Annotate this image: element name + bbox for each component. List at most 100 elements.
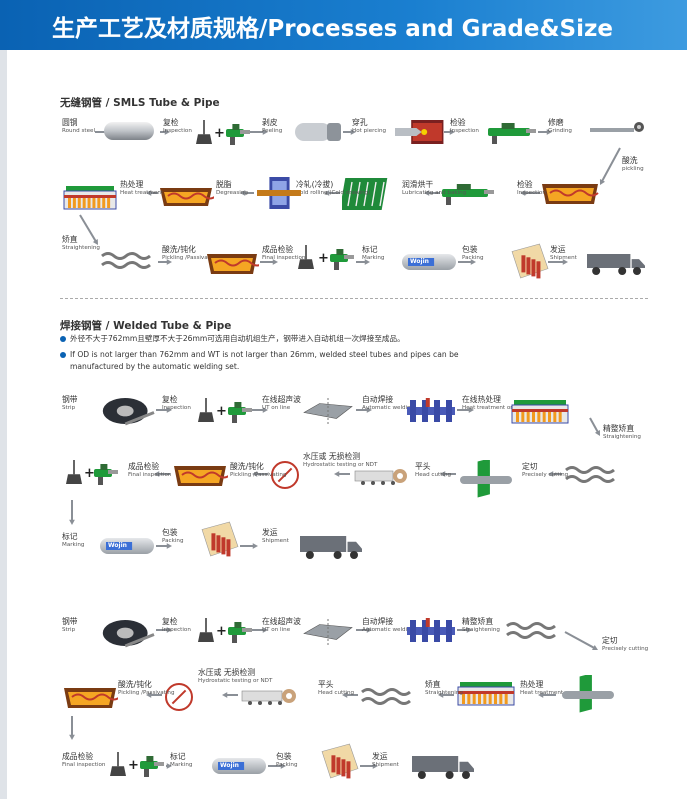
gauge-icon (228, 622, 252, 643)
flow-arrow (458, 259, 476, 265)
pickling-tank-icon (64, 688, 118, 708)
step-label-en: Straightening (603, 434, 641, 440)
brush-icon (110, 752, 126, 776)
step-label-cn: 热处理 (120, 180, 144, 189)
step-label-cn: 精整矫直 (603, 424, 635, 433)
step-label-en: Packing (462, 255, 484, 261)
plus-sign: + (318, 251, 329, 266)
flow-arrow (250, 129, 268, 135)
page-header: 生产工艺及材质规格/Processes and Grade&Size (0, 0, 687, 50)
flow-arrow (360, 763, 378, 769)
welding-icon (407, 398, 455, 422)
step-label-en: Heat treatment on line (462, 405, 526, 411)
step-label-en: Final inspection (128, 472, 172, 478)
step-label-en: Packing (162, 538, 184, 544)
step-label-cn: 酸洗/钝化 (162, 245, 196, 254)
section-divider (60, 298, 648, 299)
round-steel-icon (104, 122, 154, 140)
step-label-cn: 包装 (276, 752, 292, 761)
step-label-en: Precisely cutting (602, 646, 649, 652)
straightening-icon (361, 688, 411, 705)
head-cutting-icon (241, 689, 296, 705)
step-label-cn: 定切 (602, 636, 618, 645)
step-label-en: Strip (62, 405, 76, 411)
step-label-en: Shipment (550, 255, 577, 261)
step-label-en: UT on line (262, 627, 291, 633)
marking-brand-text: Wojin (108, 542, 127, 549)
brush-icon (66, 460, 82, 484)
flow-arrow (440, 471, 456, 477)
heat-furnace-icon (63, 186, 117, 210)
flow-arrow (69, 500, 75, 525)
grinding-icon (590, 122, 644, 132)
steel-coil-icon (102, 398, 155, 426)
step-label-en: Automatic welding (362, 627, 415, 633)
plus-sign: + (128, 758, 139, 773)
flow-arrow (69, 716, 75, 740)
plus-sign: + (214, 126, 225, 141)
welded-note-en-2: manufactured by the automatic welding se… (70, 362, 240, 371)
step-label-en: Head cutting (318, 690, 355, 696)
step-label-cn: 脱脂 (216, 180, 232, 189)
step-label-en: Strip (62, 627, 76, 633)
step-label-en: Round steel (62, 128, 96, 134)
flow-arrow (356, 259, 370, 265)
step-label-cn: 复检 (163, 118, 179, 127)
step-label-cn: 酸洗/钝化 (230, 462, 264, 471)
step-label-cn: 包装 (162, 528, 178, 537)
step-label-cn: 定切 (522, 462, 538, 471)
bullet-dot (60, 336, 66, 342)
step-label-cn: 水压或 无损检测 (303, 452, 361, 461)
step-label-cn: 标记 (170, 752, 186, 761)
packing-icon (511, 243, 549, 279)
step-label-en: Marking (170, 762, 193, 768)
step-label-en: Lubricating and baking (402, 190, 467, 196)
step-label-cn: 标记 (62, 532, 78, 541)
step-label-cn: 精整矫直 (462, 617, 494, 626)
flow-arrow (260, 259, 278, 265)
flow-arrow (457, 407, 474, 413)
shipment-truck-icon (587, 254, 645, 275)
step-label-cn: 检验 (517, 180, 533, 189)
flow-arrow (156, 627, 172, 633)
smls-section-title: 无缝钢管 / SMLS Tube & Pipe (60, 97, 220, 109)
step-label-cn: 酸洗 (622, 156, 638, 165)
shipment-truck-icon (412, 756, 474, 779)
shipment-truck-icon (300, 536, 362, 559)
step-label-cn: 自动焊接 (362, 617, 394, 626)
step-label-cn: 复检 (162, 395, 178, 404)
step-label-en: Pickling /Passivating (230, 472, 287, 478)
step-label-en: Heat treatment (120, 190, 164, 196)
cutting-saw-icon (460, 460, 512, 498)
step-label-cn: 发运 (262, 528, 278, 537)
flow-arrow (154, 471, 170, 477)
head-cutting-icon (354, 469, 407, 485)
straightening-icon (565, 466, 615, 483)
cutting-saw-icon (562, 675, 614, 713)
straightening-icon (506, 622, 556, 639)
flow-arrow (548, 471, 562, 477)
flow-arrow (240, 190, 254, 196)
peeled-bar-icon (295, 123, 341, 141)
step-label-en: Hot piercing (352, 128, 387, 134)
step-label-cn: 成品检验 (128, 462, 160, 471)
brush-icon (198, 398, 214, 422)
